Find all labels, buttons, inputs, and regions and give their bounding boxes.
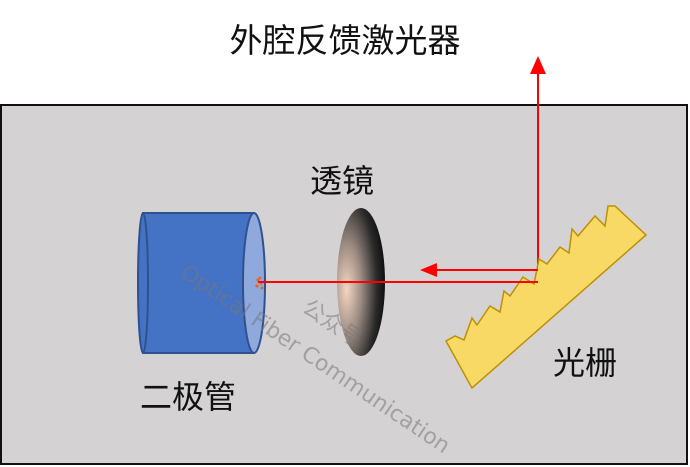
diode-label: 二极管 xyxy=(140,378,237,416)
output-arrow xyxy=(530,56,546,74)
diagram-title: 外腔反馈激光器 xyxy=(229,21,461,60)
feedback-arrow xyxy=(420,263,437,277)
grating xyxy=(444,205,648,390)
lens-label: 透镜 xyxy=(310,162,375,200)
laser-diode xyxy=(137,212,266,354)
grating-label: 光栅 xyxy=(553,344,618,382)
